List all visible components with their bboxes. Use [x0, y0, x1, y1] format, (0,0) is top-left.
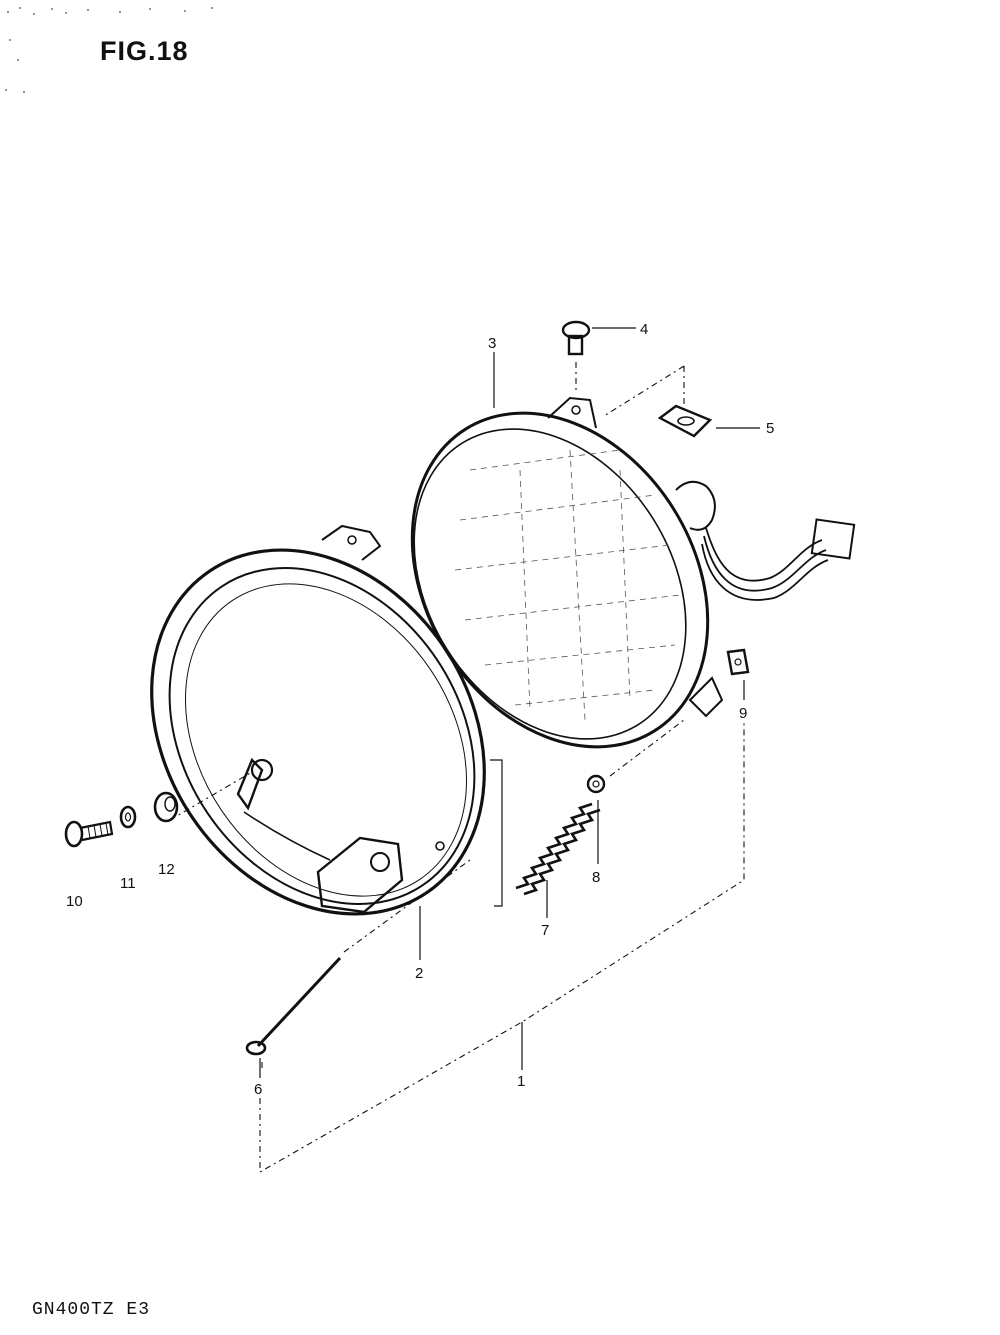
part-label-6: 6 — [254, 1081, 262, 1098]
spring-7 — [515, 802, 601, 896]
part-label-4: 4 — [640, 321, 648, 338]
screw-4 — [561, 320, 591, 356]
nut-8 — [586, 774, 606, 794]
model-code: GN400TZ E3 — [32, 1300, 151, 1320]
part-label-8: 8 — [592, 869, 600, 886]
part-label-2: 2 — [415, 965, 423, 982]
part-label-9: 9 — [739, 705, 747, 722]
collar-12 — [153, 791, 179, 823]
part-label-10: 10 — [66, 893, 83, 910]
part-label-11: 11 — [120, 875, 136, 892]
part-label-5: 5 — [766, 420, 774, 437]
washer-11 — [119, 805, 137, 829]
clip-9 — [726, 648, 750, 676]
nut-clip-5 — [657, 404, 713, 438]
scan-noise — [5, 7, 213, 93]
part-labels: 4 3 5 9 8 7 2 1 6 10 11 12 — [66, 321, 774, 1098]
headlamp-unit — [410, 396, 856, 749]
figure-title: FIG.18 — [100, 36, 189, 66]
leader-lines — [169, 327, 760, 1173]
part-label-3: 3 — [488, 335, 496, 352]
part-label-12: 12 — [158, 861, 175, 878]
part-label-1: 1 — [517, 1073, 525, 1090]
bolt-10 — [64, 820, 114, 848]
part-label-7: 7 — [541, 922, 549, 939]
adjusting-screw-6 — [245, 956, 342, 1056]
headlamp-rim — [150, 524, 486, 916]
